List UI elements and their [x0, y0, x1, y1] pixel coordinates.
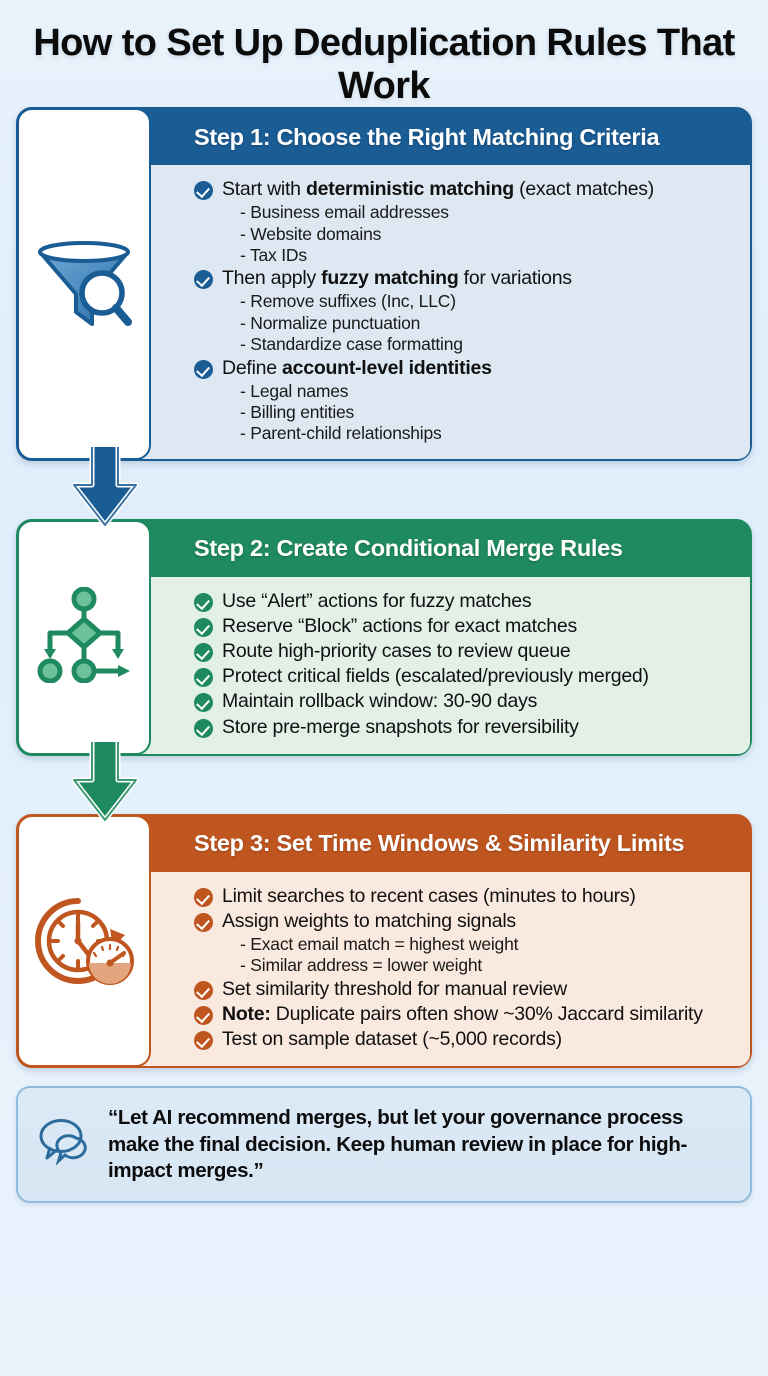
- sub-bullet-item: - Billing entities: [240, 402, 355, 423]
- bullet-text: Then apply fuzzy matching for variations: [222, 267, 572, 290]
- check-circle-icon: [194, 912, 213, 932]
- funnel-search-icon-svg: [38, 241, 132, 327]
- check-circle-icon: [194, 643, 213, 663]
- bullet-item: Protect critical fields (escalated/previ…: [194, 664, 736, 688]
- check-circle-icon: [194, 617, 213, 637]
- bullet-text: Maintain rollback window: 30-90 days: [222, 690, 538, 713]
- speech-bubbles-icon: [36, 1115, 94, 1174]
- bullet-item: Limit searches to recent cases (minutes …: [194, 884, 736, 908]
- check-circle-icon: [194, 693, 213, 713]
- step-card-1: Step 1: Choose the Right Matching Criter…: [16, 107, 752, 461]
- sub-bullet-item: - Website domains: [240, 223, 382, 244]
- bullet-text: Reserve “Block” actions for exact matche…: [222, 614, 577, 637]
- check-circle-icon: [194, 592, 213, 612]
- steps-container: Step 1: Choose the Right Matching Criter…: [16, 107, 752, 1069]
- check-circle-icon: [194, 1031, 213, 1051]
- bullet-text: Use “Alert” actions for fuzzy matches: [222, 589, 532, 612]
- funnel-search-icon: [32, 232, 136, 335]
- sub-bullet-item: - Similar address = lower weight: [240, 955, 483, 976]
- bullet-item: Note: Duplicate pairs often show ~30% Ja…: [194, 1002, 736, 1026]
- sub-bullet-item: - Tax IDs: [240, 244, 307, 265]
- bullet-item: Then apply fuzzy matching for variations: [194, 266, 736, 290]
- bullet-text: Protect critical fields (escalated/previ…: [222, 665, 649, 688]
- bullet-text: Test on sample dataset (~5,000 records): [222, 1028, 562, 1051]
- check-circle-icon: [194, 887, 213, 907]
- sub-bullet-item: - Business email addresses: [240, 202, 449, 223]
- quote-callout: “Let AI recommend merges, but let your g…: [16, 1086, 752, 1203]
- step-heading-text: Step 2: Create Conditional Merge Rules: [194, 535, 623, 562]
- bullet-list: Start with deterministic matching (exact…: [194, 177, 736, 445]
- sub-bullet-item: - Remove suffixes (Inc, LLC): [240, 291, 456, 312]
- bullet-text: Set similarity threshold for manual revi…: [222, 977, 567, 1000]
- bullet-item: Reserve “Block” actions for exact matche…: [194, 614, 736, 638]
- bullet-item: Test on sample dataset (~5,000 records): [194, 1027, 736, 1051]
- bullet-item: Assign weights to matching signals: [194, 909, 736, 933]
- bullet-text: Route high-priority cases to review queu…: [222, 640, 571, 663]
- bullet-list: Limit searches to recent cases (minutes …: [194, 884, 736, 1052]
- connector-arrow-1: [16, 446, 752, 528]
- bullet-text: Note: Duplicate pairs often show ~30% Ja…: [222, 1002, 703, 1025]
- check-circle-icon: [194, 359, 213, 379]
- bullet-item: Route high-priority cases to review queu…: [194, 639, 736, 663]
- bullet-item: Store pre-merge snapshots for reversibil…: [194, 715, 736, 739]
- sub-bullet-item: - Standardize case formatting: [240, 334, 463, 355]
- bullet-text: Store pre-merge snapshots for reversibil…: [222, 715, 579, 738]
- bullet-item: Use “Alert” actions for fuzzy matches: [194, 589, 736, 613]
- bullet-item: Set similarity threshold for manual revi…: [194, 977, 736, 1001]
- decision-flow-icon: [32, 586, 136, 688]
- bullet-text: Limit searches to recent cases (minutes …: [222, 884, 636, 907]
- check-circle-icon: [194, 181, 213, 201]
- connector-arrow-2: [16, 741, 752, 823]
- step-icon-panel-3: [17, 814, 151, 1068]
- sub-bullet-item: - Normalize punctuation: [240, 312, 421, 333]
- check-circle-icon: [194, 668, 213, 688]
- step-icon-panel-1: [17, 108, 151, 460]
- check-circle-icon: [194, 980, 213, 1000]
- sub-bullet-item: - Legal names: [240, 380, 349, 401]
- check-circle-icon: [194, 1005, 213, 1025]
- bullet-text: Assign weights to matching signals: [222, 909, 516, 932]
- quote-text: “Let AI recommend merges, but let your g…: [108, 1106, 687, 1182]
- sub-bullet-item: - Exact email match = highest weight: [240, 934, 519, 955]
- bullet-item: Start with deterministic matching (exact…: [194, 177, 736, 201]
- clock-gauge-icon: [30, 889, 138, 994]
- bullet-text: Define account-level identities: [222, 356, 492, 379]
- page-title: How to Set Up Deduplication Rules That W…: [33, 22, 735, 107]
- step-heading-text: Step 1: Choose the Right Matching Criter…: [194, 123, 660, 150]
- step-card-3: Step 3: Set Time Windows & Similarity Li…: [16, 813, 752, 1069]
- sub-bullet-item: - Parent-child relationships: [240, 423, 442, 444]
- bullet-text: Start with deterministic matching (exact…: [222, 178, 655, 201]
- check-circle-icon: [194, 718, 213, 738]
- bullet-item: Define account-level identities: [194, 356, 736, 380]
- step-icon-panel-2: [17, 519, 151, 755]
- step-heading-text: Step 3: Set Time Windows & Similarity Li…: [194, 830, 685, 857]
- check-circle-icon: [194, 270, 213, 290]
- clock-gauge-icon-svg: [35, 897, 134, 985]
- bullet-item: Maintain rollback window: 30-90 days: [194, 689, 736, 713]
- decision-flow-icon-svg: [37, 586, 130, 684]
